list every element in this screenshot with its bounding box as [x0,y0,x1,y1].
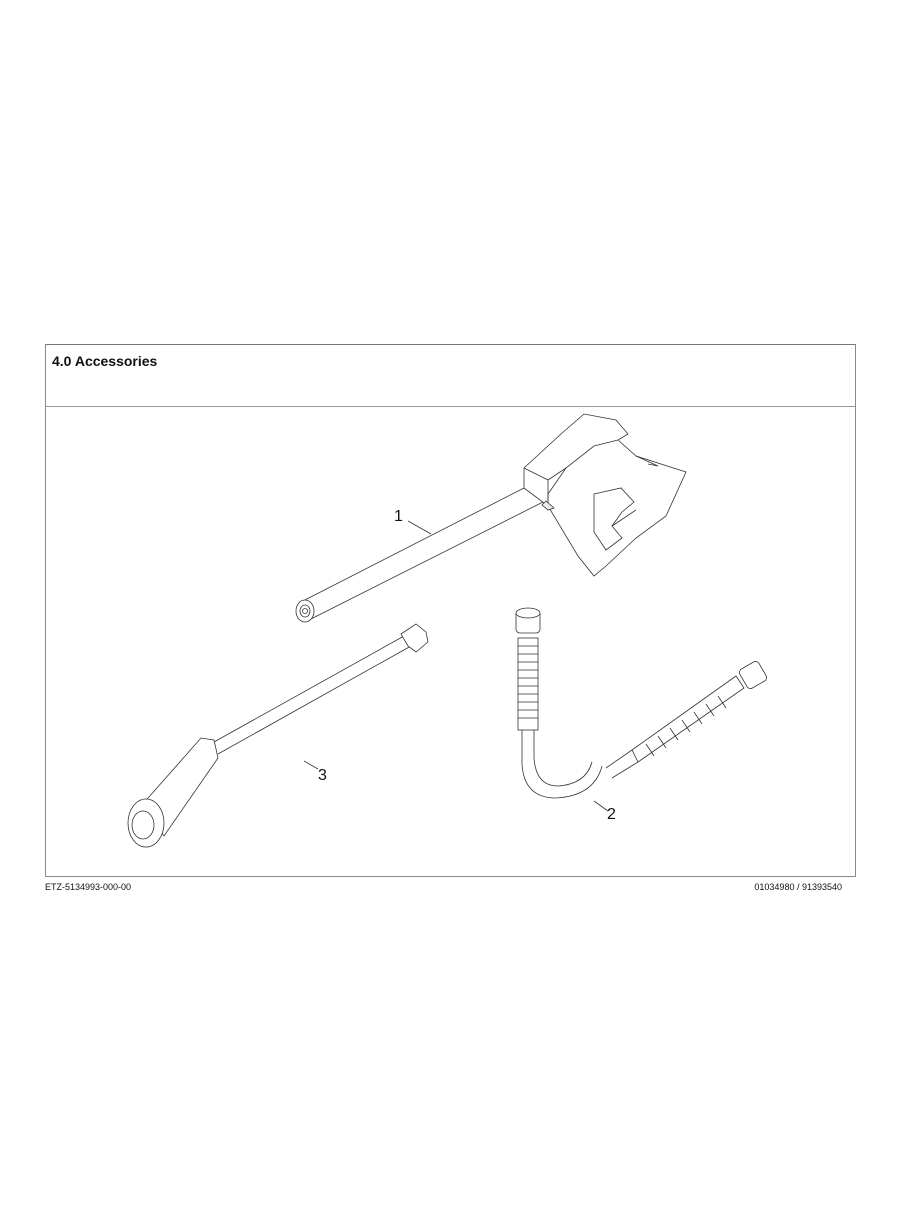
leader-line-1 [407,520,432,535]
document-code-left: ETZ-5134993-000-00 [45,882,132,892]
spray-gun-drawing [295,413,687,623]
callout-1: 1 [394,508,403,525]
spray-lance-drawing [127,623,429,848]
exploded-drawing: 1 2 3 [46,406,855,876]
accessories-frame: 4.0 Accessories [45,344,856,877]
callout-2: 2 [607,806,616,823]
section-title: 4.0 Accessories [52,353,158,369]
callout-3: 3 [318,767,327,784]
hose-adapter-drawing [515,607,767,799]
document-code-right: 01034980 / 91393540 [754,882,842,892]
leader-line-2 [593,800,609,812]
section-header: 4.0 Accessories [46,345,855,407]
leader-line-3 [303,760,319,770]
